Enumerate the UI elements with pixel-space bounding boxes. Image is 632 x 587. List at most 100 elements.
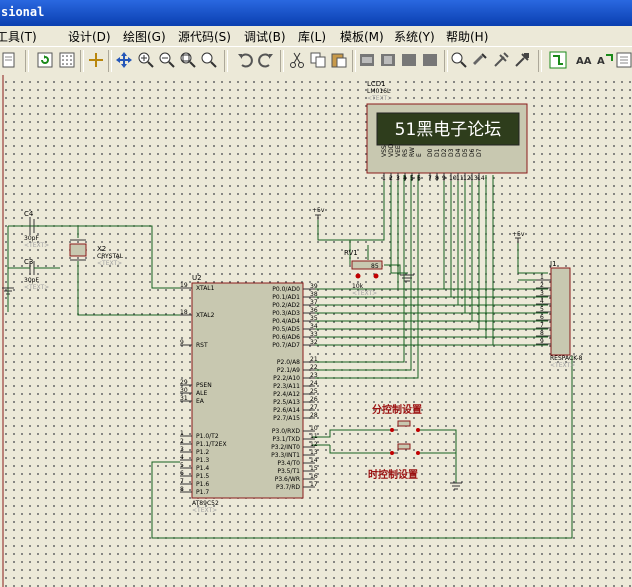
- mcu-pin-name: P0.0/AD0: [272, 286, 300, 293]
- menu-help[interactable]: 帮助(H): [446, 30, 489, 44]
- svg-text:<TEXT>: <TEXT>: [24, 284, 49, 291]
- svg-text:<TEXT>: <TEXT>: [97, 260, 122, 267]
- copy-icon[interactable]: [309, 51, 327, 69]
- schematic-drawing: C4 30pF <TEXT> C3 30pF <TEXT> X2 CRYSTAL…: [2, 75, 583, 587]
- crystal-x2[interactable]: X2 CRYSTAL <TEXT>: [69, 239, 124, 267]
- menu-tools[interactable]: 工具(T): [0, 30, 37, 44]
- mcu-pin-name: P3.3/INT1: [271, 452, 300, 459]
- mcu-pin-number: 14: [310, 457, 318, 464]
- mcu-pin-name: P2.4/A12: [273, 391, 300, 398]
- make-device-icon[interactable]: [471, 51, 489, 69]
- ground-symbol: [450, 482, 462, 490]
- svg-text:RV1: RV1: [344, 249, 358, 257]
- svg-text:<TEXT>: <TEXT>: [550, 362, 575, 369]
- lcd-pin-number: 8: [435, 175, 439, 182]
- zoom-in-icon[interactable]: [137, 51, 155, 69]
- mcu-pin-name: P3.4/T0: [277, 460, 300, 467]
- block-rotate-icon[interactable]: [400, 51, 418, 69]
- mcu-pin-name: P1.6: [196, 481, 209, 488]
- lcd-pin-label: D4: [455, 148, 462, 157]
- mcu-pin-name: P2.6/A14: [273, 407, 300, 414]
- mcu-pin-name: P2.1/A9: [277, 367, 300, 374]
- mcu-pin-number: 1: [180, 430, 184, 437]
- svg-text:J1: J1: [549, 260, 557, 268]
- j1-pin-number: 3: [540, 290, 544, 297]
- minute-set-button[interactable]: 分控制设置: [372, 403, 422, 432]
- block-delete-icon[interactable]: [421, 51, 439, 69]
- zoom-area-icon[interactable]: [200, 51, 218, 69]
- decompose-icon[interactable]: [513, 51, 531, 69]
- svg-text:C4: C4: [24, 210, 34, 218]
- menu-graph[interactable]: 绘图(G): [123, 30, 166, 44]
- design-explorer-icon[interactable]: [615, 51, 632, 69]
- mcu-pin-name: P2.3/A11: [273, 383, 300, 390]
- wire-autorouter-icon[interactable]: [549, 51, 567, 69]
- grid-icon[interactable]: [58, 51, 76, 69]
- mcu-pin-number: 19: [180, 282, 188, 289]
- lcd-pin-number: 5: [410, 175, 414, 182]
- mcu-pin-name: P3.7/RD: [276, 484, 300, 491]
- lcd-text: 51黑电子论坛: [395, 120, 502, 140]
- mcu-pin-number: 36: [310, 307, 318, 314]
- zoom-all-icon[interactable]: [179, 51, 197, 69]
- svg-text:30pF: 30pF: [24, 277, 39, 284]
- menu-debug[interactable]: 调试(B): [244, 30, 286, 44]
- cut-icon[interactable]: [288, 51, 306, 69]
- hour-set-button[interactable]: 时控制设置: [368, 443, 420, 481]
- potentiometer-rv1[interactable]: RV1 85 10k <TEXT>: [344, 249, 383, 297]
- zoom-out-icon[interactable]: [158, 51, 176, 69]
- mcu-pin-number: 3: [180, 446, 184, 453]
- mcu-pin-name: P2.7/A15: [273, 415, 300, 422]
- mcu-pin-number: 6: [180, 470, 184, 477]
- menu-system[interactable]: 系统(Y): [394, 30, 435, 44]
- lcd-pin-number: 3: [396, 175, 400, 182]
- undo-icon[interactable]: [236, 51, 254, 69]
- block-copy-icon[interactable]: [358, 51, 376, 69]
- mcu-pin-number: 30: [180, 387, 188, 394]
- mcu-pin-name: P3.5/T1: [277, 468, 300, 475]
- lcd-pin-label: D6: [469, 148, 476, 157]
- paste-icon[interactable]: [330, 51, 348, 69]
- mcu-pin-number: 25: [310, 388, 318, 395]
- lcd-pin-number: 9: [442, 175, 446, 182]
- capacitor-c3[interactable]: C3 30pF <TEXT>: [20, 258, 49, 291]
- mcu-pin-number: 34: [310, 323, 318, 330]
- capacitor-c4[interactable]: C4 30pF <TEXT>: [20, 210, 49, 249]
- power-terminal-1[interactable]: +5v: [312, 207, 325, 220]
- mcu-pin-number: 28: [310, 412, 318, 419]
- origin-icon[interactable]: [87, 51, 105, 69]
- mcu-pin-name: P1.7: [196, 489, 209, 496]
- lcd-display-component[interactable]: LCD1 LM016L <TEXT> 51黑电子论坛 VSS1VDD2VEE3R…: [366, 80, 528, 182]
- pick-device-icon[interactable]: [450, 51, 468, 69]
- mcu-pin-number: 5: [180, 462, 184, 469]
- mcu-pin-name: P3.0/RXD: [272, 428, 300, 435]
- mcu-pin-number: 2: [180, 438, 184, 445]
- lcd-pin-label: VEE: [395, 145, 402, 157]
- block-move-icon[interactable]: [379, 51, 397, 69]
- pan-icon[interactable]: [115, 51, 133, 69]
- page-icon[interactable]: [0, 51, 18, 69]
- packaging-icon[interactable]: [492, 51, 510, 69]
- refresh-icon[interactable]: [36, 51, 54, 69]
- menu-template[interactable]: 模板(M): [340, 30, 384, 44]
- mcu-pin-name: P0.2/AD2: [272, 302, 300, 309]
- mcu-pin-name: P1.4: [196, 465, 209, 472]
- mcu-pin-number: 33: [310, 331, 318, 338]
- menu-source[interactable]: 源代码(S): [178, 30, 231, 44]
- mcu-pin-name: P3.1/TXD: [272, 436, 300, 443]
- wires: [7, 175, 573, 539]
- menu-design[interactable]: 设计(D): [68, 30, 111, 44]
- search-icon[interactable]: AA: [575, 51, 593, 69]
- property-assign-icon[interactable]: A: [596, 51, 614, 69]
- menu-library[interactable]: 库(L): [298, 30, 327, 44]
- lcd-pin-label: VSS: [381, 145, 388, 157]
- mcu-pin-number: 9: [180, 339, 184, 346]
- power-terminal-2[interactable]: +5v: [512, 231, 525, 243]
- mcu-pin-name: P0.1/AD1: [272, 294, 300, 301]
- mcu-pin-number: 29: [180, 379, 188, 386]
- mcu-pin-number: 4: [180, 454, 184, 461]
- redo-icon[interactable]: [257, 51, 275, 69]
- mcu-pin-number: 38: [310, 291, 318, 298]
